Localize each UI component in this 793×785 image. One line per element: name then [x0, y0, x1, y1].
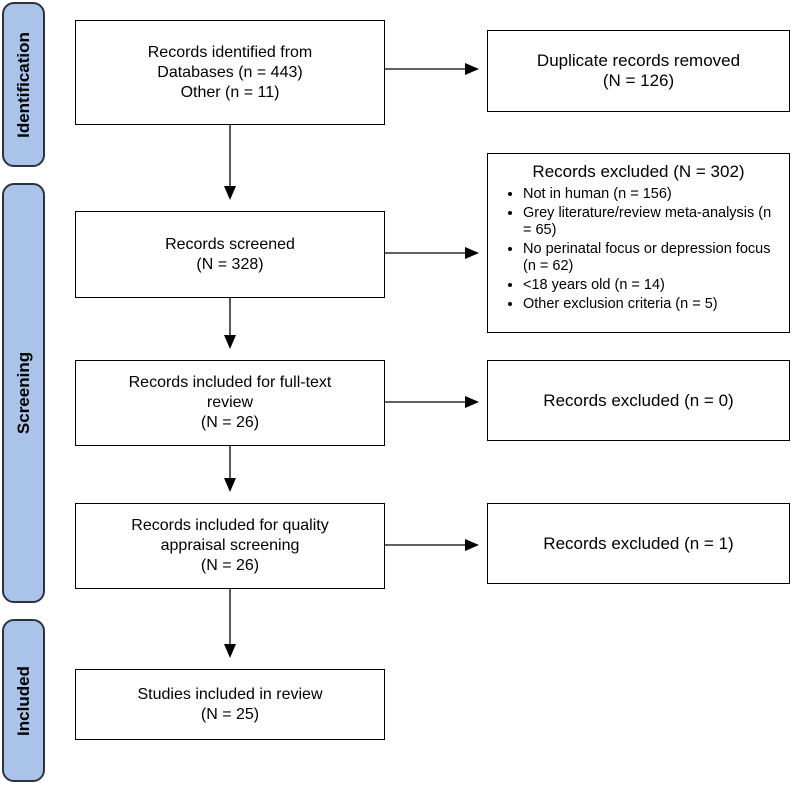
duplicates-removed-line-2: (N = 126)	[602, 71, 675, 90]
quality-appraisal-line-3: (N = 26)	[200, 557, 260, 574]
arrowhead-right-icon	[465, 539, 479, 551]
records-identified-line-1: Records identified from	[147, 43, 313, 61]
records-identified-box: Records identified from Databases (n = 4…	[75, 20, 385, 125]
records-identified-line-2: Databases (n = 443)	[157, 63, 303, 81]
quality-excluded-line-1: Records excluded (n = 1)	[543, 533, 734, 553]
exclusion-reason-item: Not in human (n = 156)	[523, 186, 781, 203]
fulltext-excluded-box: Records excluded (n = 0)	[487, 360, 790, 441]
arrowhead-down-icon	[224, 186, 236, 200]
fulltext-review-line-1: Records included for full-text	[128, 374, 332, 391]
fulltext-excluded-line-1: Records excluded (n = 0)	[543, 390, 734, 410]
records-screened-box: Records screened (N = 328)	[75, 211, 385, 298]
exclusion-reason-item: <18 years old (n = 14)	[523, 277, 781, 294]
studies-included-line-1: Studies included in review	[137, 685, 323, 703]
phase-screening: Screening	[2, 183, 45, 603]
arrowhead-down-icon	[224, 644, 236, 658]
arrowhead-right-icon	[465, 247, 479, 259]
studies-included-line-2: (N = 25)	[200, 705, 260, 723]
arrowhead-right-icon	[465, 396, 479, 408]
arrowhead-down-icon	[224, 335, 236, 349]
quality-appraisal-line-1: Records included for quality	[131, 517, 329, 534]
records-screened-line-1: Records screened	[165, 235, 295, 253]
arrowhead-right-icon	[465, 63, 479, 75]
screen-excluded-title: Records excluded (N = 302)	[532, 162, 745, 181]
quality-excluded-box: Records excluded (n = 1)	[487, 503, 790, 584]
phase-identification: Identification	[2, 2, 45, 167]
exclusion-reason-item: Grey literature/review meta-analysis (n …	[523, 205, 781, 239]
exclusion-reasons-list: Not in human (n = 156) Grey literature/r…	[496, 186, 781, 315]
fulltext-review-box: Records included for full-text review (N…	[75, 360, 385, 446]
records-identified-line-3: Other (n = 11)	[180, 83, 280, 101]
studies-included-box: Studies included in review (N = 25)	[75, 669, 385, 740]
fulltext-review-line-3: (N = 26)	[200, 414, 260, 431]
arrowhead-down-icon	[224, 478, 236, 492]
fulltext-review-line-2: review	[206, 394, 254, 411]
exclusion-reason-item: No perinatal focus or depression focus (…	[523, 241, 781, 275]
phase-included: Included	[2, 619, 45, 782]
quality-appraisal-box: Records included for quality appraisal s…	[75, 503, 385, 589]
screen-excluded-box: Records excluded (N = 302) Not in human …	[487, 153, 790, 333]
exclusion-reason-item: Other exclusion criteria (n = 5)	[523, 296, 781, 313]
duplicates-removed-line-1: Duplicate records removed	[536, 51, 741, 70]
records-screened-line-2: (N = 328)	[196, 255, 264, 273]
duplicates-removed-box: Duplicate records removed (N = 126)	[487, 30, 790, 112]
quality-appraisal-line-2: appraisal screening	[160, 537, 300, 554]
